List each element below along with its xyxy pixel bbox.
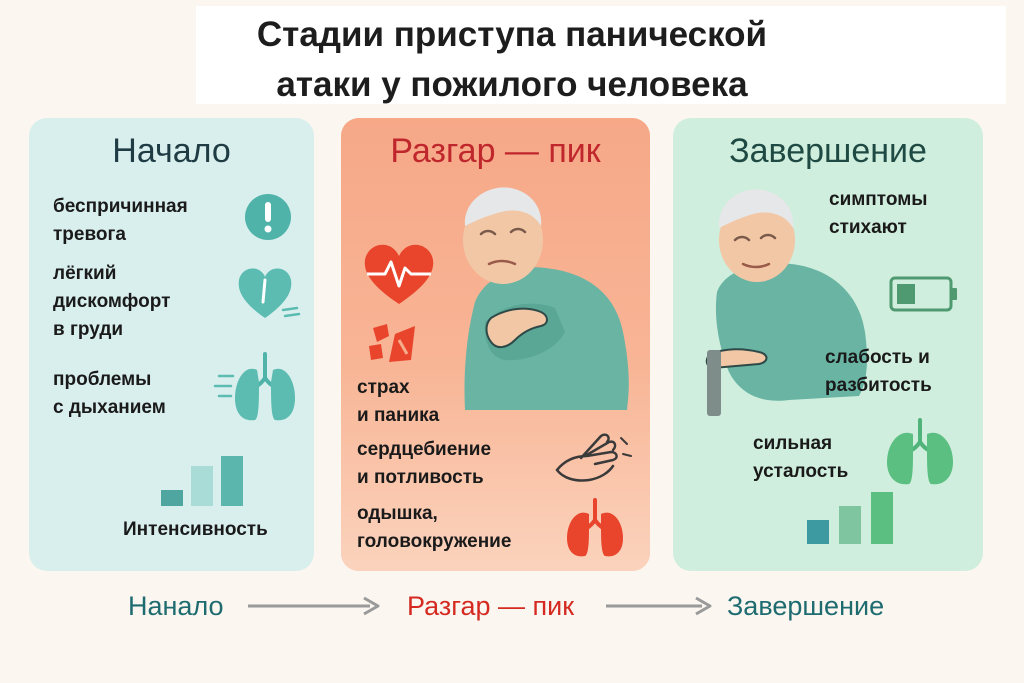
page-title-line-2: атаки у пожилого человека: [276, 65, 748, 104]
symptom-label-weakness: слабость и разбитость: [825, 347, 932, 396]
stage-heading-start: Начало: [112, 132, 231, 170]
elderly-man-clutching-chest-illustration: [463, 187, 629, 410]
arrow-right-icon: [248, 596, 380, 616]
flow-step-peak: Разгар — пик: [407, 591, 575, 621]
low-battery-icon: [889, 276, 957, 312]
stage-panel-start: Начало беспричинная тревога лёгкий диско…: [29, 118, 314, 571]
flow-step-start: Нанало: [128, 591, 224, 621]
symptom-label-fear: страх и паника: [357, 377, 440, 426]
page-title-line-1: Стадии приступа панической: [256, 15, 768, 54]
intensity-bars-low: [161, 456, 243, 506]
hand-sweat-icon: [555, 433, 632, 482]
lungs-icon: [567, 498, 623, 557]
symptom-label-breathing: проблемы с дыханием: [53, 369, 166, 418]
intensity-bars-high: [807, 492, 893, 544]
symptom-label-palpitations: сердцебиение и потливость: [357, 439, 492, 488]
panic-symbol-icon: [369, 324, 415, 362]
stage-panel-peak: Разгар — пик страх и паника сердцебиение…: [341, 118, 650, 571]
symptom-label-fatigue: сильная усталость: [753, 433, 849, 482]
stage-panel-end: Завершение симптомы стихают слабость и р…: [673, 118, 983, 571]
intensity-label: Интенсивность: [123, 519, 268, 540]
title-area: [0, 0, 1024, 112]
symptom-label-chest-discomfort: лёгкий дискомфорт в груди: [53, 263, 171, 340]
arrow-right-icon: [606, 596, 712, 616]
exclamation-icon: [245, 194, 291, 240]
heart-icon: [238, 268, 301, 318]
lungs-icon: [213, 352, 295, 421]
lungs-icon: [887, 418, 953, 485]
symptom-label-subsiding: симптомы стихают: [829, 189, 928, 238]
stage-heading-peak: Разгар — пик: [390, 132, 601, 170]
heartbeat-icon: [364, 244, 434, 304]
elderly-man-leaning-on-cane-illustration: [705, 189, 867, 416]
flow-step-end: Завершение: [727, 591, 885, 621]
symptom-label-anxiety: беспричинная тревога: [53, 196, 188, 245]
symptom-label-dyspnea: одышка, головокружение: [357, 503, 512, 552]
stage-heading-end: Завершение: [729, 132, 927, 170]
title-backdrop: [196, 6, 1006, 104]
